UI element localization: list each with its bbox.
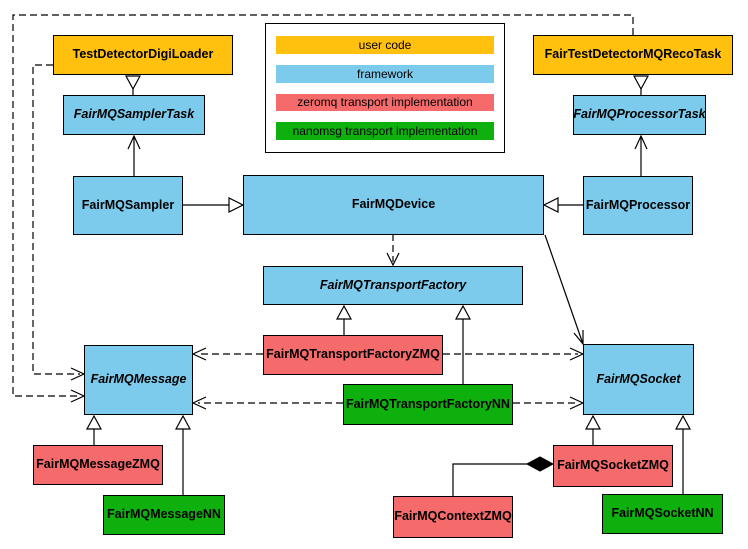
edge-sampler-device — [183, 197, 245, 213]
edge-sampler-samplertask — [127, 134, 141, 176]
edge-messagenn-message — [174, 414, 192, 495]
node-fairmq-context-zmq: FairMQContextZMQ — [393, 496, 513, 538]
edge-tfnn-socket — [513, 396, 585, 410]
node-fairmq-device: FairMQDevice — [243, 175, 544, 235]
edge-processor-processortask — [634, 134, 648, 176]
node-fairmq-message: FairMQMessage — [84, 345, 193, 415]
edge-recotask-processortask — [632, 75, 650, 95]
legend-item-user-code: user code — [276, 36, 494, 54]
node-fairmq-transport-factory: FairMQTransportFactory — [263, 266, 523, 305]
edge-tfnn-transportfactory — [454, 304, 472, 384]
edge-contextzmq-socketzmq — [452, 456, 555, 496]
legend: user code framework zeromq transport imp… — [265, 23, 505, 153]
node-fairmq-sampler-task: FairMQSamplerTask — [63, 95, 205, 135]
legend-item-nanomsg: nanomsg transport implementation — [276, 122, 494, 140]
node-fairmq-socket-nn: FairMQSocketNN — [602, 494, 723, 534]
node-fairmq-processor-task: FairMQProcessorTask — [573, 95, 706, 135]
node-fairmq-message-nn: FairMQMessageNN — [103, 495, 225, 535]
node-fairmq-socket-zmq: FairMQSocketZMQ — [553, 445, 673, 487]
node-fairmq-transport-factory-zmq: FairMQTransportFactoryZMQ — [263, 335, 443, 375]
node-fairmq-socket: FairMQSocket — [583, 344, 694, 415]
node-fairmq-transport-factory-nn: FairMQTransportFactoryNN — [343, 384, 513, 425]
edge-tfnn-message — [191, 396, 343, 410]
edge-device-socket — [544, 234, 584, 346]
legend-item-framework: framework — [276, 64, 494, 83]
node-test-detector-digi-loader: TestDetectorDigiLoader — [53, 35, 233, 75]
edge-messagezmq-message — [85, 414, 103, 445]
edge-tfzmq-socket — [443, 347, 585, 361]
legend-item-zeromq: zeromq transport implementation — [276, 93, 494, 112]
edge-device-transportfactory — [386, 234, 400, 267]
edge-digiloader-samplertask — [124, 75, 142, 95]
node-fairmq-sampler: FairMQSampler — [73, 176, 183, 235]
edge-socketnn-socket — [674, 414, 692, 494]
node-fairmq-processor: FairMQProcessor — [583, 176, 693, 235]
node-fairmq-message-zmq: FairMQMessageZMQ — [33, 445, 163, 485]
edge-tfzmq-message — [191, 347, 263, 361]
edge-processor-device — [542, 197, 583, 213]
edge-socketzmq-socket — [584, 414, 602, 445]
node-fair-test-detector-mq-reco-task: FairTestDetectorMQRecoTask — [533, 35, 733, 75]
edge-tfzmq-transportfactory — [335, 304, 353, 335]
